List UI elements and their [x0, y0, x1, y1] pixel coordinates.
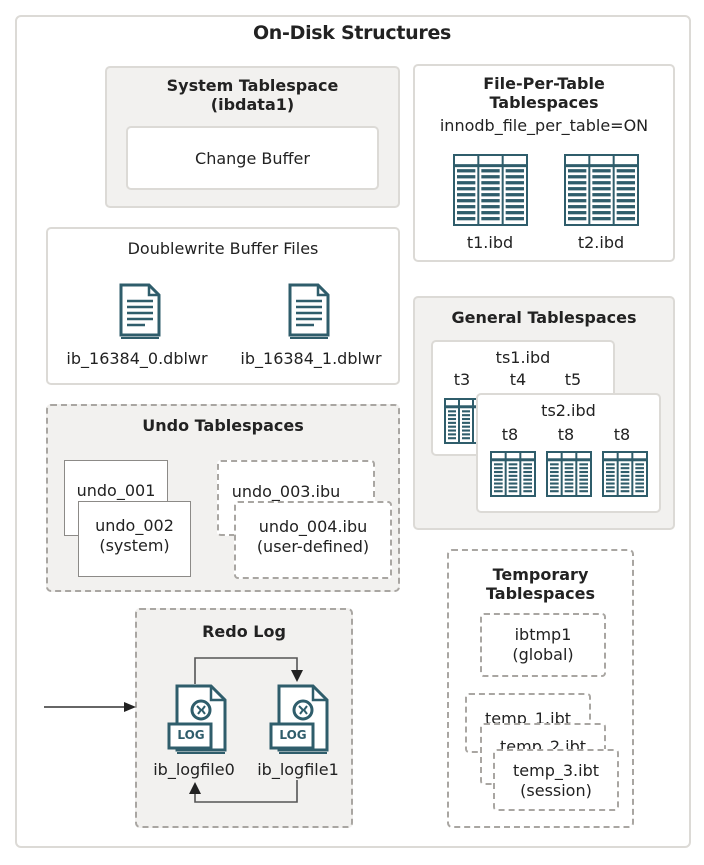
temp-3-label: temp_3.ibt	[513, 761, 599, 780]
file-per-table-setting: innodb_file_per_table=ON	[439, 116, 649, 135]
table-icon	[546, 451, 592, 497]
ts2-table-2: t8	[613, 425, 631, 444]
undo-tablespaces-panel: Undo Tablespaces undo_001 undo_002 (syst…	[46, 404, 400, 592]
ibtmp1-file: ibtmp1 (global)	[480, 613, 606, 677]
log-badge-0: LOG	[177, 728, 205, 742]
undo-002-label: undo_002	[95, 516, 174, 535]
redo-log-panel: Redo Log LOG LOG ib_logfile0 ib_logfile1	[135, 608, 353, 828]
change-buffer-box: Change Buffer	[126, 126, 379, 190]
undo-002-file: undo_002 (system)	[78, 501, 191, 577]
undo-004-type: (user-defined)	[256, 537, 370, 556]
ts1-table-t4: t4	[509, 370, 527, 389]
undo-004-file: undo_004.ibu (user-defined)	[234, 501, 392, 579]
system-tablespace-title: System Tablespace	[166, 76, 339, 95]
undo-001-label: undo_001	[76, 481, 156, 500]
table-icon	[564, 154, 639, 226]
temporary-tablespaces-panel: Temporary Tablespaces ibtmp1 (global) te…	[447, 549, 634, 828]
file-name-t1: t1.ibd	[466, 233, 514, 252]
file-name-t2: t2.ibd	[577, 233, 625, 252]
log-file-icon	[167, 684, 227, 754]
dblwr-file-0: ib_16384_0.dblwr	[66, 349, 208, 368]
ibtmp1-type: (global)	[512, 645, 574, 664]
ts1-table-t3: t3	[453, 370, 471, 389]
logfile-0-name: ib_logfile0	[153, 760, 235, 779]
temporary-title: Temporary	[492, 565, 589, 584]
table-icon	[490, 451, 536, 497]
ts2-table-0: t8	[501, 425, 519, 444]
general-tablespaces-title: General Tablespaces	[451, 308, 637, 327]
undo-002-type: (system)	[99, 536, 170, 555]
undo-004-label: undo_004.ibu	[258, 517, 368, 536]
diagram-title: On-Disk Structures	[252, 22, 452, 44]
log-file-icon	[269, 684, 329, 754]
temporary-subtitle: Tablespaces	[485, 584, 596, 603]
logfile-1-name: ib_logfile1	[257, 760, 339, 779]
table-icon	[453, 154, 528, 226]
document-icon	[288, 283, 330, 339]
dblwr-file-1: ib_16384_1.dblwr	[240, 349, 382, 368]
undo-tablespaces-title: Undo Tablespaces	[142, 416, 304, 435]
file-per-table-title: File-Per-Table	[483, 74, 605, 93]
system-tablespace-subtitle: (ibdata1)	[210, 95, 295, 114]
log-badge-1: LOG	[279, 728, 307, 742]
undo-003-label: undo_003.ibu	[231, 482, 341, 501]
ts1-table-t5: t5	[564, 370, 582, 389]
ts2-box: ts2.ibd t8 t8 t8	[476, 393, 661, 513]
temp-3-file: temp_3.ibt (session)	[493, 749, 619, 811]
ibtmp1-label: ibtmp1	[514, 625, 572, 644]
cycle-arrows	[189, 657, 303, 803]
system-tablespace-panel: System Tablespace (ibdata1) Change Buffe…	[105, 66, 400, 208]
ts2-table-1: t8	[557, 425, 575, 444]
change-buffer-label: Change Buffer	[195, 149, 310, 168]
temp-3-type: (session)	[520, 781, 592, 800]
incoming-arrow	[44, 702, 136, 712]
ts2-name: ts2.ibd	[541, 401, 596, 420]
doublewrite-title: Doublewrite Buffer Files	[127, 239, 319, 258]
file-per-table-subtitle: Tablespaces	[489, 93, 599, 112]
file-per-table-panel: File-Per-Table Tablespaces innodb_file_p…	[413, 64, 675, 262]
document-icon	[119, 283, 161, 339]
doublewrite-panel: Doublewrite Buffer Files ib_16384_0.dblw…	[46, 227, 400, 385]
general-tablespaces-panel: General Tablespaces ts1.ibd t3 t4 t5 ts2…	[413, 296, 675, 530]
table-icon	[602, 451, 648, 497]
ts1-name: ts1.ibd	[495, 348, 551, 367]
redo-log-title: Redo Log	[202, 622, 286, 641]
